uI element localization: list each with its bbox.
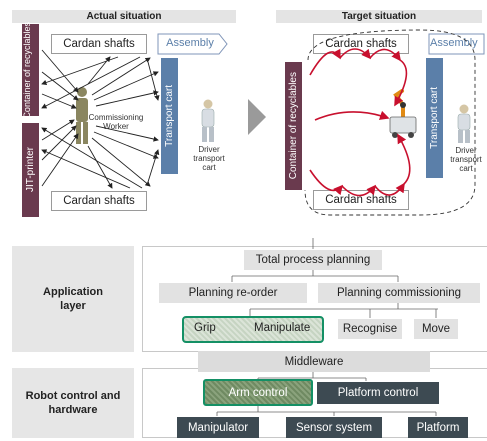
assembly-arrow-actual — [157, 33, 228, 55]
commissioning-worker-label: Commissioning Worker — [88, 113, 144, 131]
manipulate-label: Manipulate — [254, 322, 311, 334]
total-process-planning-box: Total process planning — [244, 250, 382, 270]
planning-commissioning-box: Planning commissioning — [318, 283, 480, 303]
driver-label-actual: Driver transport cart — [193, 145, 225, 172]
container-of-recyclables-bar-target: Container of recyclables — [285, 62, 302, 190]
container-of-recyclables-bar: Container of recyclables — [22, 22, 39, 118]
assembly-arrow-target — [428, 33, 485, 55]
assembly-label-actual: Assembly — [166, 37, 214, 49]
robot-layer-text: Robot control and hardware — [25, 390, 121, 416]
cardan-shafts-top-actual: Cardan shafts — [51, 34, 147, 54]
driver-figure-icon-target — [457, 104, 471, 143]
driver-label-target: Driver transport cart — [450, 146, 482, 173]
transport-cart-bar-target: Transport cart — [426, 58, 443, 178]
recognise-box: Recognise — [338, 319, 402, 339]
target-situation-header: Target situation — [276, 10, 482, 23]
cardan-shafts-bottom-actual: Cardan shafts — [51, 191, 147, 211]
sensor-system-box: Sensor system — [286, 417, 382, 438]
grip-manipulate-highlight — [182, 316, 324, 343]
target-flow-arrows — [304, 29, 476, 216]
application-layer-label: Application layer — [12, 246, 134, 352]
transport-cart-bar-actual: Transport cart — [161, 58, 178, 174]
planning-reorder-box: Planning re-order — [159, 283, 307, 303]
driver-figure-icon — [201, 99, 215, 142]
actual-flow-arrows — [41, 49, 160, 189]
platform-box: Platform — [408, 417, 468, 438]
move-box: Move — [414, 319, 458, 339]
arm-control-box: Arm control — [203, 379, 313, 406]
platform-control-box: Platform control — [317, 382, 439, 404]
grip-label: Grip — [194, 322, 216, 334]
application-layer-text: Application layer — [43, 286, 103, 312]
actual-situation-header: Actual situation — [12, 10, 236, 23]
robot-layer-label: Robot control and hardware — [12, 368, 134, 438]
transition-chevron-icon — [248, 99, 266, 135]
middleware-box: Middleware — [198, 351, 430, 372]
worker-figure-icon — [76, 87, 88, 144]
jit-printer-bar: JIT-printer — [22, 123, 39, 217]
manipulator-box: Manipulator — [177, 417, 259, 438]
